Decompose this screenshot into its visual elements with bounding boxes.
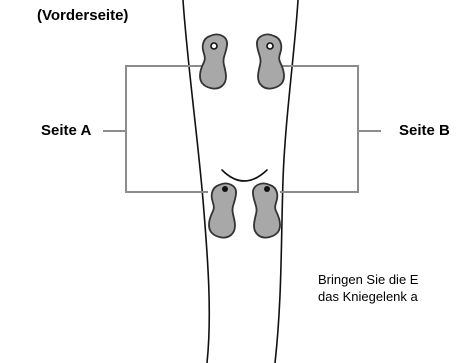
instruction-line-2: das Kniegelenk a xyxy=(318,288,418,305)
bracket-side-b xyxy=(280,66,358,192)
front-side-heading: (Vorderseite) xyxy=(37,7,128,24)
lower-left-electrode-pad xyxy=(209,183,236,237)
upper-right-pad-hollow-marker xyxy=(267,43,273,49)
lower-right-pad-filled-marker xyxy=(264,186,270,192)
kneecap-curve xyxy=(222,170,267,181)
instruction-line-1: Bringen Sie die E xyxy=(318,271,418,288)
upper-left-pad-hollow-marker xyxy=(211,43,217,49)
side-b-label: Seite B xyxy=(399,122,450,139)
side-a-label: Seite A xyxy=(41,122,91,139)
lower-left-pad-filled-marker xyxy=(222,186,228,192)
instruction-text: Bringen Sie die E das Kniegelenk a xyxy=(318,271,418,305)
